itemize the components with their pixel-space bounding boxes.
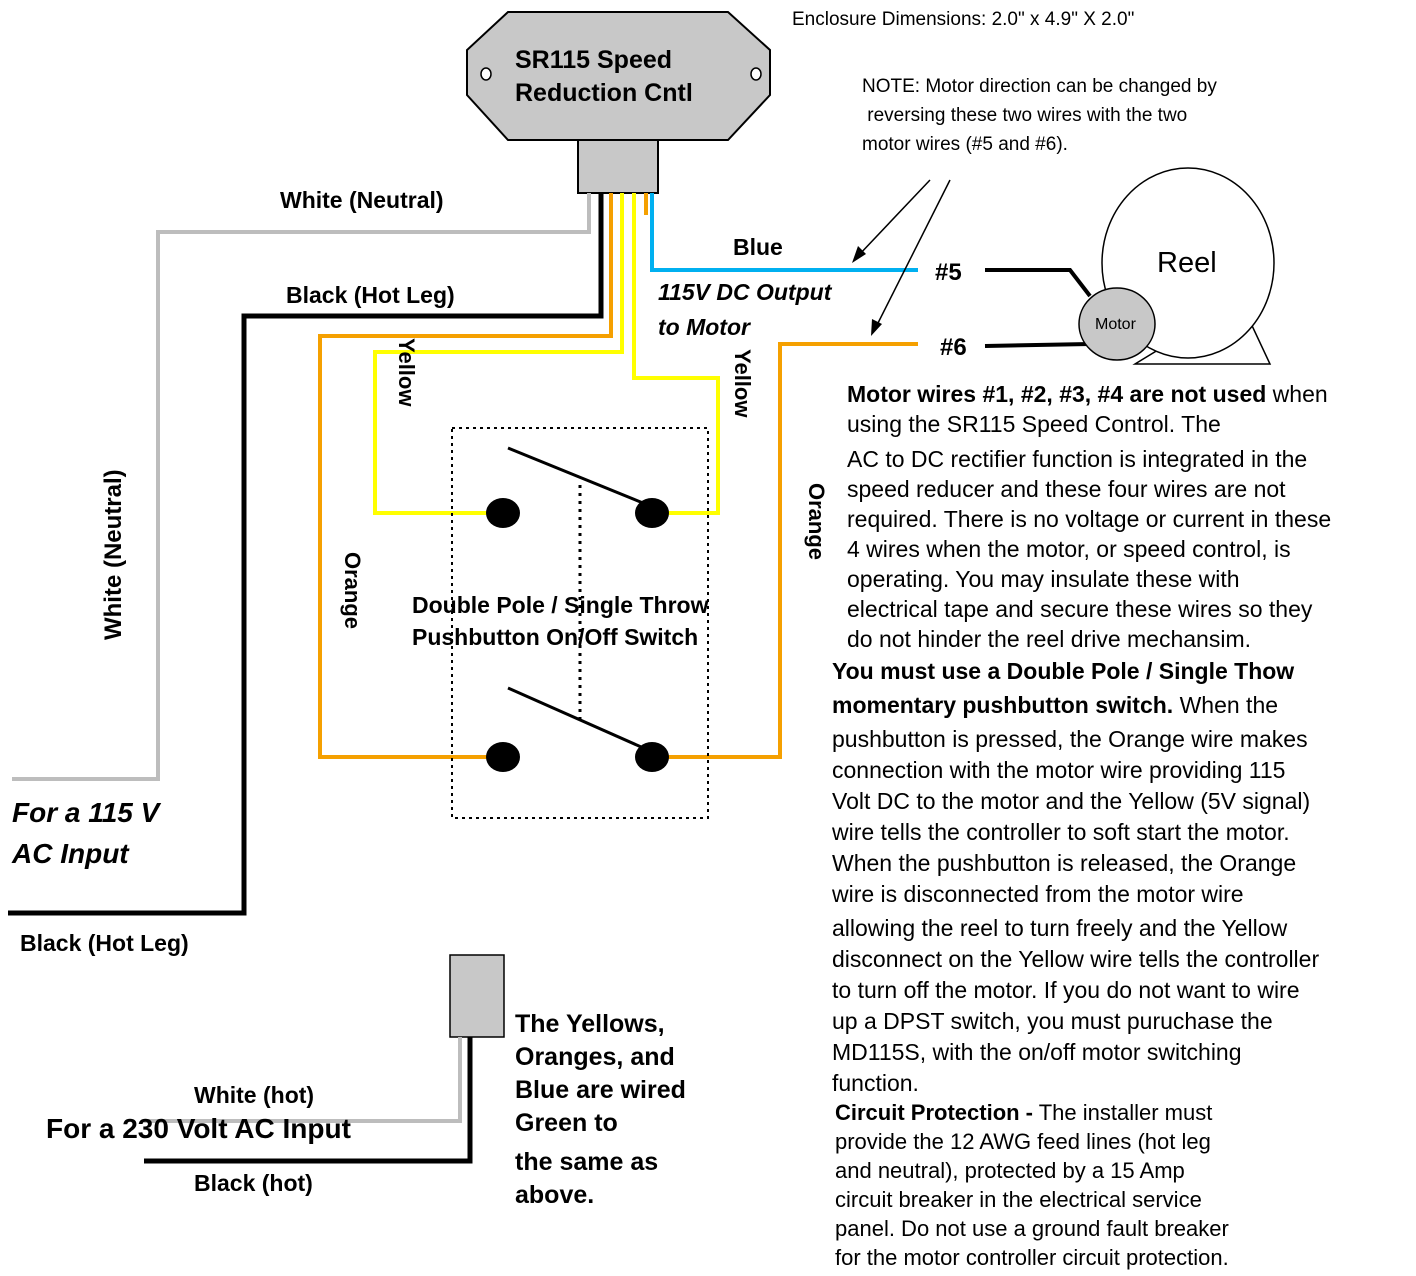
- dpst-note-line3: pushbutton is pressed, the Orange wire m…: [832, 726, 1308, 752]
- circuit-protection-note: Circuit Protection - The installer must …: [835, 1098, 1229, 1272]
- circuit-note-line3: and neutral), protected by a 15 Amp: [835, 1158, 1185, 1183]
- white-hot-wire-230v: [144, 1037, 462, 1123]
- enclosure-dimensions: Enclosure Dimensions: 2.0" x 4.9" X 2.0": [792, 9, 1135, 30]
- motor-wires-note-line7: operating. You may insulate these with: [847, 566, 1240, 592]
- motor-wires-note-line2: using the SR115 Speed Control. The: [847, 411, 1221, 437]
- orange-left-label: Orange: [340, 552, 365, 630]
- black-hot-wire: [8, 193, 604, 916]
- black-hot-label-top: Black (Hot Leg): [286, 282, 455, 308]
- switch-label-line1: Double Pole / Single Throw: [412, 592, 709, 618]
- direction-note-line2: reversing these two wires with the two: [862, 105, 1188, 126]
- controller-enclosure: [466, 11, 771, 141]
- switch-outline: [451, 427, 709, 819]
- dpst-note-line4: connection with the motor wire providing…: [832, 757, 1286, 783]
- orange-right-label: Orange: [804, 483, 829, 561]
- dpst-note-line12: up a DPST switch, you must puruchase the: [832, 1008, 1273, 1034]
- wiring-note-line3: Blue are wired: [515, 1076, 686, 1104]
- dpst-note-line10: disconnect on the Yellow wire tells the …: [832, 946, 1320, 972]
- wiring-note-line1: The Yellows,: [515, 1010, 665, 1038]
- motor-wires-note: Motor wires #1, #2, #3, #4 are not used …: [847, 379, 1331, 654]
- motor-wires-note-bold: Motor wires #1, #2, #3, #4 are not used: [847, 381, 1267, 407]
- circuit-note-bold: Circuit Protection -: [835, 1100, 1034, 1125]
- blue-wire: [650, 193, 918, 272]
- motor-wires-note-line5: required. There is no voltage or current…: [847, 506, 1332, 532]
- wiring-note-line4: Green to: [515, 1109, 618, 1137]
- switch-contact-top-left: [486, 498, 520, 528]
- dpst-note-line7: When the pushbutton is released, the Ora…: [832, 850, 1297, 876]
- motor-wire-5: [985, 268, 1092, 298]
- note-arrow-1: [857, 179, 931, 257]
- mount-hole-right: [750, 67, 762, 81]
- dpst-note-line13: MD115S, with the on/off motor switching: [832, 1039, 1242, 1065]
- dpst-note-line5: Volt DC to the motor and the Yellow (5V …: [832, 788, 1311, 814]
- black-hot-label-bottom: Black (Hot Leg): [20, 930, 189, 956]
- dc-output-label-line1: 115V DC Output: [658, 279, 832, 305]
- dpst-note-line11: to turn off the motor. If you do not wan…: [832, 977, 1300, 1003]
- motor-wire-6-label: #6: [940, 334, 967, 361]
- motor-wires-note-line4: speed reducer and these four wires are n…: [847, 476, 1286, 502]
- motor-label: Motor: [1095, 316, 1136, 333]
- white-neutral-label-top: White (Neutral): [280, 187, 444, 213]
- dpst-note-line14: function.: [832, 1070, 919, 1096]
- white-neutral-wire: [12, 193, 591, 781]
- black-hot-label-230v: Black (hot): [194, 1170, 313, 1196]
- switch-blade-bottom: [507, 686, 649, 752]
- mount-hole-left: [480, 67, 492, 81]
- circuit-note-line5: panel. Do not use a ground fault breaker: [835, 1216, 1229, 1241]
- controller-label-line2: Reduction Cntl: [515, 79, 693, 107]
- motor-wire-6: [984, 342, 1091, 348]
- switch-label-line2: Pushbutton On/Off Switch: [412, 624, 699, 650]
- controller-connector: [577, 139, 659, 194]
- switch-contact-top-right: [635, 498, 669, 528]
- motor-wires-note-line9: do not hinder the reel drive mechansim.: [847, 626, 1251, 652]
- white-neutral-label-vertical: White (Neutral): [100, 469, 127, 640]
- white-hot-label: White (hot): [194, 1082, 315, 1108]
- wiring-note: The Yellows, Oranges, and Blue are wired…: [515, 1008, 686, 1212]
- input-115-line2: AC Input: [12, 838, 129, 869]
- wiring-note-line2: Oranges, and: [515, 1043, 675, 1071]
- dpst-note-bold1: You must use a Double Pole / Single Thow: [832, 658, 1295, 684]
- direction-note-line1: NOTE: Motor direction can be changed by: [862, 76, 1217, 97]
- junction-box-230v: [449, 954, 505, 1038]
- reel-label: Reel: [1157, 247, 1217, 279]
- blue-label: Blue: [733, 234, 783, 260]
- yellow-right-label: Yellow: [730, 349, 755, 418]
- orange-wire-left: [318, 193, 613, 759]
- input-115-line1: For a 115 V: [12, 797, 160, 828]
- black-hot-wire-230v: [144, 1037, 473, 1164]
- motor-wire-5-label: #5: [935, 259, 962, 286]
- dpst-note-bold2: momentary pushbutton switch.: [832, 692, 1174, 718]
- controller-label-line1: SR115 Speed: [515, 46, 673, 74]
- wiring-note-line6: above.: [515, 1181, 595, 1209]
- circuit-note-line2: provide the 12 AWG feed lines (hot leg: [835, 1129, 1211, 1154]
- dpst-note-line6: wire tells the controller to soft start …: [832, 819, 1290, 845]
- wiring-note-line5: the same as: [515, 1148, 659, 1176]
- note-arrow-2-head: [871, 319, 882, 336]
- yellow-wire-left: [373, 193, 624, 515]
- motor-body: [1078, 287, 1156, 361]
- dpst-note-line8: wire is disconnected from the motor wire: [832, 881, 1244, 907]
- direction-note-line3: motor wires (#5 and #6).: [862, 134, 1068, 155]
- dpst-note-line9: allowing the reel to turn freely and the…: [832, 915, 1288, 941]
- dc-output-label-line2: to Motor: [658, 314, 750, 340]
- motor-wires-note-line3: AC to DC rectifier function is integrate…: [847, 446, 1308, 472]
- circuit-note-line4: circuit breaker in the electrical servic…: [835, 1187, 1202, 1212]
- motor-wires-note-line8: electrical tape and secure these wires s…: [847, 596, 1313, 622]
- note-arrow-2: [875, 179, 951, 328]
- dpst-note: You must use a Double Pole / Single Thow…: [832, 656, 1319, 1099]
- switch-blade-top: [507, 446, 649, 507]
- motor-wires-note-line6: 4 wires when the motor, or speed control…: [847, 536, 1291, 562]
- yellow-left-label: Yellow: [394, 338, 419, 407]
- switch-contact-bottom-left: [486, 742, 520, 772]
- dpst-note-text2: When the: [1173, 692, 1279, 718]
- input-230-title: For a 230 Volt AC Input: [46, 1113, 351, 1144]
- circuit-note-text1: The installer must: [1033, 1100, 1213, 1125]
- motor-wires-note-text1: when: [1266, 381, 1328, 407]
- yellow-wire-right: [632, 193, 720, 515]
- circuit-note-line6: for the motor controller circuit protect…: [835, 1245, 1229, 1270]
- orange-wire-motor: [650, 342, 918, 759]
- note-arrow-1-head: [852, 246, 866, 263]
